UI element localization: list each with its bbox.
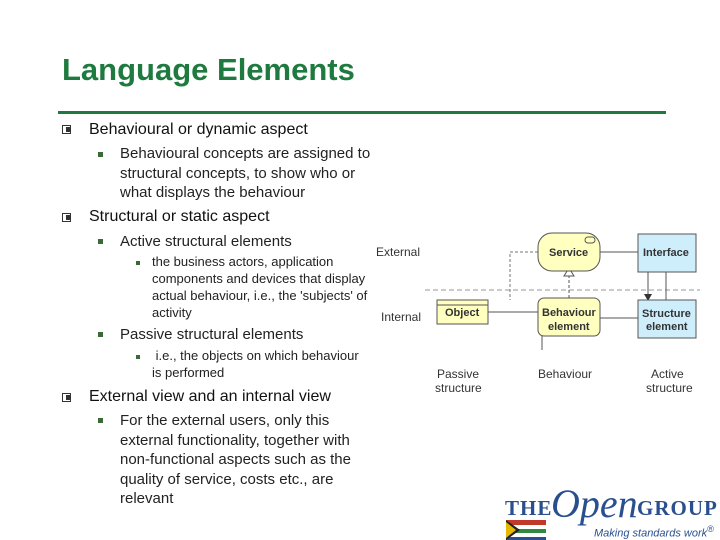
logo-tagline: Making standards work® xyxy=(594,524,714,540)
column-passive-label: structure xyxy=(435,381,482,395)
behaviour-element-label: element xyxy=(548,321,590,333)
sub-sub-bullet-line: activity xyxy=(152,305,192,320)
object-label: Object xyxy=(445,307,480,319)
logo-group-text: GROUP xyxy=(637,496,718,520)
bullet-external-internal-view: External view and an internal view xyxy=(89,388,331,405)
sub-sub-bullet-line: actual behaviour, i.e., the 'subjects' o… xyxy=(152,288,368,303)
sub-bullet-line: relevant xyxy=(120,490,174,507)
flag-icon xyxy=(506,520,546,540)
checkbox-bullet-icon xyxy=(62,125,71,134)
structure-element-box xyxy=(637,299,697,339)
sub-bullet-line: structural concepts, to show who or xyxy=(120,164,356,182)
column-behaviour-label: Behaviour xyxy=(538,367,592,381)
structure-element-label: element xyxy=(646,321,688,333)
service-icon xyxy=(584,236,596,244)
square-bullet-icon xyxy=(136,261,140,265)
square-bullet-icon xyxy=(98,332,103,337)
square-bullet-icon xyxy=(98,418,103,423)
sub-sub-bullet-line: the business actors, application xyxy=(152,254,334,269)
bullet-behavioural-aspect: Behavioural or dynamic aspect xyxy=(89,121,308,138)
logo-open-text: Open xyxy=(551,481,638,526)
realisation-arrowhead-icon xyxy=(563,267,575,277)
internal-label: Internal xyxy=(381,310,421,324)
sub-bullet-line: Behavioural concepts are assigned to xyxy=(120,145,371,162)
interface-to-object-line xyxy=(509,251,538,300)
slide-title: Language Elements xyxy=(62,52,355,87)
interface-box xyxy=(637,233,697,273)
square-bullet-icon xyxy=(136,355,140,359)
arrowhead-icon xyxy=(644,294,652,301)
sub-sub-bullet-line: is performed xyxy=(152,365,225,380)
sub-bullet-line: non-functional aspects such as the xyxy=(120,451,351,468)
sub-bullet-active-structural: Active structural elements xyxy=(120,233,292,250)
bullet-structural-aspect: Structural or static aspect xyxy=(89,208,270,225)
sub-bullet-line: what displays the behaviour xyxy=(120,184,306,201)
trademark-symbol: ® xyxy=(707,524,714,534)
tagline-text: Making standards work xyxy=(594,527,708,540)
sub-bullet-line: quality of service, costs etc., are xyxy=(120,470,334,488)
service-box xyxy=(537,232,601,272)
behaviour-element-box xyxy=(537,297,601,337)
service-label: Service xyxy=(549,247,588,259)
column-active-label: Active xyxy=(651,367,684,381)
sub-bullet-passive-structural: Passive structural elements xyxy=(120,326,304,343)
external-label: External xyxy=(376,245,420,259)
object-box xyxy=(436,299,489,325)
structure-element-label: Structure xyxy=(642,308,691,320)
sub-bullet-line: external functionality, together with xyxy=(120,431,350,449)
column-active-label: structure xyxy=(646,381,693,395)
square-bullet-icon xyxy=(98,152,103,157)
column-passive-label: Passive xyxy=(437,367,479,381)
logo-the-text: THE xyxy=(505,496,553,520)
title-underline xyxy=(58,111,666,114)
checkbox-bullet-icon xyxy=(62,393,71,402)
sub-sub-bullet-line: components and devices that display xyxy=(152,271,366,286)
sub-bullet-line: For the external users, only this xyxy=(120,412,330,429)
checkbox-bullet-icon xyxy=(62,213,71,222)
square-bullet-icon xyxy=(98,239,103,244)
sub-sub-bullet-line: i.e., the objects on which behaviour xyxy=(152,348,359,363)
behaviour-element-label: Behaviour xyxy=(542,307,597,319)
interface-label: Interface xyxy=(643,247,689,259)
